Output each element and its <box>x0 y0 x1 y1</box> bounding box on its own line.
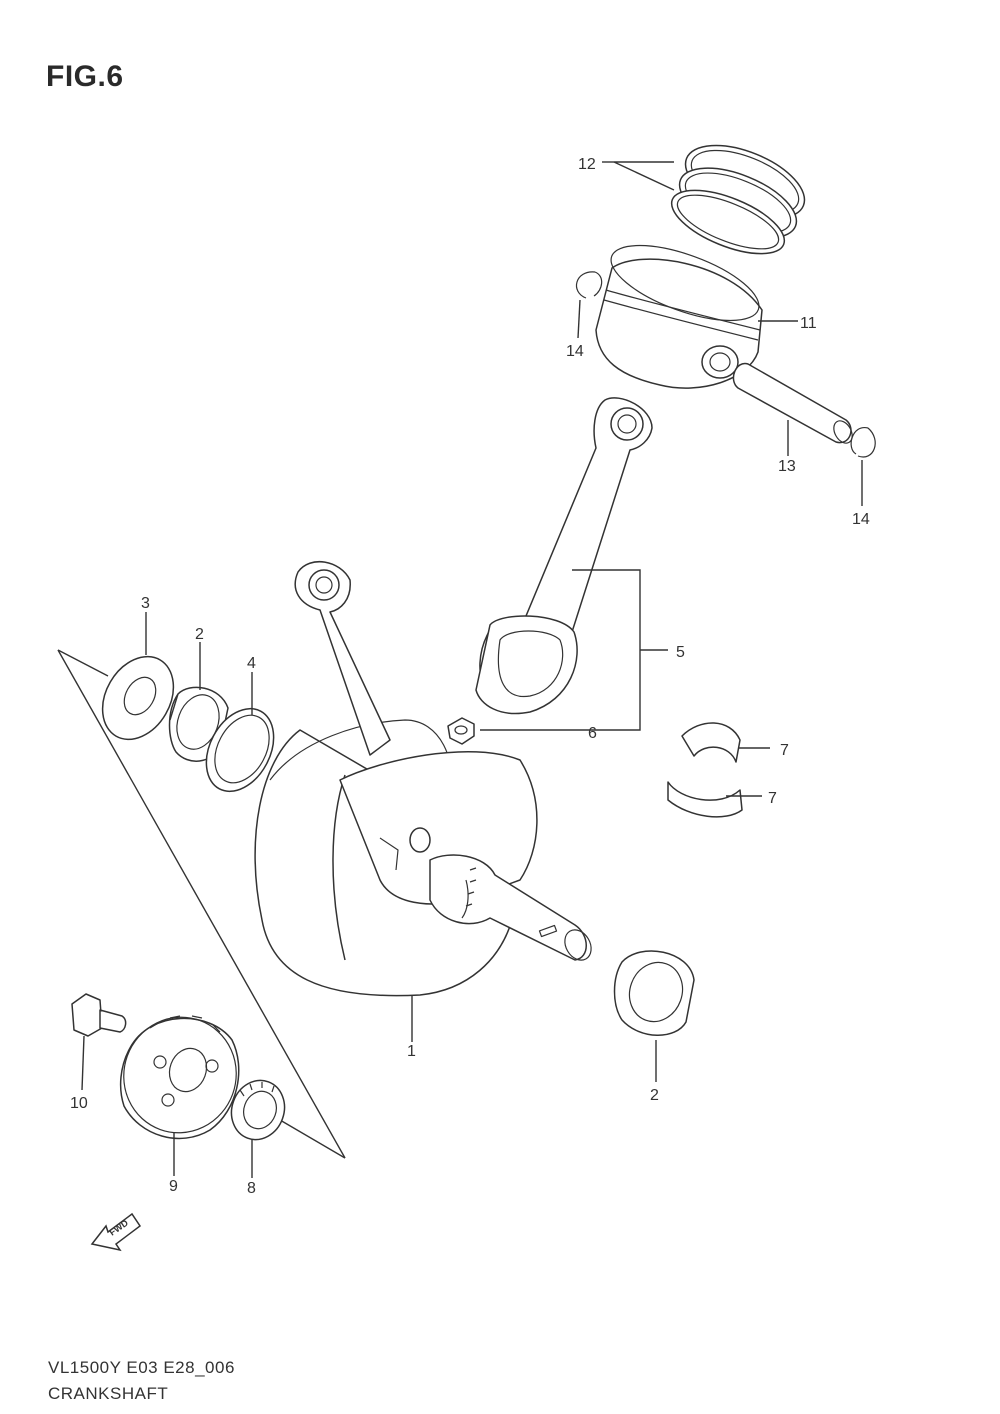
conrod-bearing-lower[interactable] <box>667 781 743 818</box>
thrust-washer[interactable] <box>88 644 187 752</box>
callout-10: 10 <box>70 1095 88 1112</box>
fwd-arrow-icon: FWD <box>90 1212 142 1252</box>
callout-14-left: 14 <box>566 343 584 360</box>
callout-2-right: 2 <box>650 1087 659 1104</box>
piston[interactable] <box>595 230 768 389</box>
callout-leaders <box>81 161 863 1178</box>
gear-bolt[interactable] <box>71 993 127 1037</box>
crankshaft-bearing-right[interactable] <box>613 950 695 1036</box>
assembly-plane-outline <box>57 649 346 1159</box>
primary-drive-gear[interactable] <box>108 1001 253 1148</box>
piston-pin[interactable] <box>732 362 855 446</box>
callout-1: 1 <box>407 1043 416 1060</box>
callout-13: 13 <box>778 458 796 475</box>
callout-9: 9 <box>169 1178 178 1195</box>
callout-11: 11 <box>800 315 817 332</box>
callout-4: 4 <box>247 655 256 672</box>
callout-12: 12 <box>578 156 596 173</box>
crankshaft[interactable] <box>254 561 596 997</box>
needle-bearing[interactable] <box>223 1073 292 1147</box>
model-code: VL1500Y E03 E28_006 <box>48 1358 235 1377</box>
connecting-rod-nut[interactable] <box>447 717 475 745</box>
callout-7-lower: 7 <box>768 790 777 807</box>
piston-pin-circlip-right[interactable] <box>850 427 876 458</box>
callout-7-upper: 7 <box>780 742 789 759</box>
callout-3: 3 <box>141 595 150 612</box>
crankshaft-shim[interactable] <box>193 697 287 803</box>
callout-labels: 1 2 2 3 4 5 6 7 7 8 9 10 11 12 13 14 14 <box>70 156 870 1197</box>
connecting-rod[interactable] <box>475 397 653 715</box>
piston-pin-circlip-left[interactable] <box>575 271 603 299</box>
callout-5: 5 <box>676 644 685 661</box>
section-name: CRANKSHAFT <box>48 1384 169 1403</box>
callout-8: 8 <box>247 1180 256 1197</box>
callout-6: 6 <box>588 725 597 742</box>
callout-2-left: 2 <box>195 626 204 643</box>
callout-14-right: 14 <box>852 511 870 528</box>
conrod-bearing-upper[interactable] <box>681 722 741 763</box>
piston-ring-set[interactable] <box>663 131 814 267</box>
figure-title: FIG.6 <box>46 60 124 93</box>
